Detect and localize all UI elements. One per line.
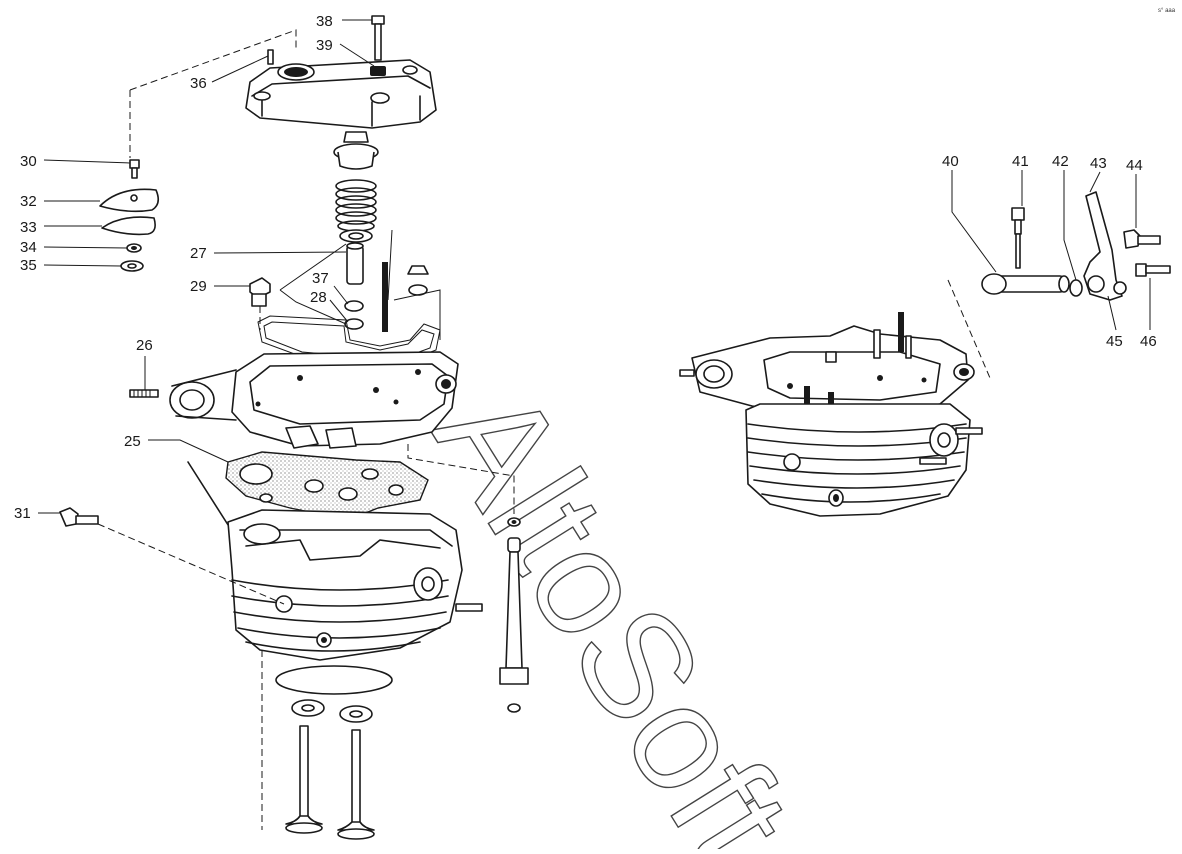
callout-45: 45 — [1106, 333, 1123, 350]
valve-guide — [346, 242, 364, 285]
cover-pin — [267, 49, 274, 65]
filler-cap — [333, 131, 379, 170]
head-gasket — [225, 451, 429, 521]
rocker-cover — [245, 59, 437, 129]
gasket-33 — [101, 216, 156, 236]
leader-34 — [43, 246, 128, 249]
nut-right — [407, 265, 429, 275]
spring-washer-hole — [348, 232, 364, 240]
leader-36 — [211, 55, 269, 83]
leader-27-bracket — [279, 243, 347, 325]
cylinder-head — [227, 509, 483, 661]
circlip-42 — [1069, 279, 1083, 297]
callout-26: 26 — [136, 337, 153, 354]
pushrod-tube — [499, 517, 529, 713]
align-line-31 — [97, 523, 285, 605]
align-line-pushrod — [407, 444, 515, 514]
shaft-40 — [981, 273, 1070, 295]
callout-36: 36 — [190, 75, 207, 92]
callout-29: 29 — [190, 278, 207, 295]
callout-37: 37 — [312, 270, 329, 287]
leader-stud — [387, 229, 441, 340]
leader-39 — [339, 43, 375, 67]
screw-30 — [129, 159, 140, 179]
leader-45 — [1107, 295, 1117, 331]
seal-washer-39 — [370, 66, 386, 76]
callout-35: 35 — [20, 257, 37, 274]
valve-seal-right — [339, 705, 373, 723]
stud-37 — [382, 262, 388, 332]
callout-44: 44 — [1126, 157, 1143, 174]
bolt-46 — [1135, 263, 1171, 277]
leader-25 — [148, 439, 229, 463]
callout-38: 38 — [316, 13, 333, 30]
long-stud — [187, 461, 231, 529]
washer-28a — [344, 300, 364, 312]
corner-mark: s° aaa — [1158, 8, 1176, 14]
leader-27 — [213, 251, 347, 254]
leader-40 — [951, 170, 997, 273]
callout-33: 33 — [20, 219, 37, 236]
callout-46: 46 — [1140, 333, 1157, 350]
callout-30: 30 — [20, 153, 37, 170]
cap-nut-29 — [249, 277, 271, 307]
valve-left — [285, 725, 323, 834]
leader-37 — [333, 285, 349, 305]
callout-32: 32 — [20, 193, 37, 210]
washer-34 — [126, 243, 142, 253]
callout-39: 39 — [316, 37, 333, 54]
bolt-38 — [371, 15, 385, 61]
leader-28 — [329, 299, 349, 323]
callout-25: 25 — [124, 433, 141, 450]
cylinder-head-assembled — [679, 312, 983, 517]
align-line-shaft — [947, 279, 991, 379]
leader-35 — [43, 264, 122, 267]
washer-35 — [120, 260, 144, 272]
callout-31: 31 — [14, 505, 31, 522]
leader-42 — [1063, 170, 1077, 281]
callout-43: 43 — [1090, 155, 1107, 172]
callout-28: 28 — [310, 289, 327, 306]
callout-40: 40 — [942, 153, 959, 170]
pin-41 — [1011, 207, 1025, 269]
o-ring — [275, 665, 393, 695]
callout-41: 41 — [1012, 153, 1029, 170]
rocker-housing — [169, 351, 459, 449]
stud-26 — [129, 389, 159, 398]
valve-seal-left — [291, 699, 325, 717]
lever-43 — [1083, 191, 1127, 301]
align-line-cover — [129, 29, 297, 91]
valve-right — [337, 729, 375, 840]
leader-43 — [1089, 171, 1101, 193]
callout-42: 42 — [1052, 153, 1069, 170]
valve-spring — [335, 179, 377, 232]
bolt-44 — [1123, 229, 1161, 249]
screw-31 — [59, 507, 99, 527]
cover-plate-32 — [99, 188, 160, 213]
leader-30 — [43, 159, 131, 164]
callout-27: 27 — [190, 245, 207, 262]
callout-34: 34 — [20, 239, 37, 256]
